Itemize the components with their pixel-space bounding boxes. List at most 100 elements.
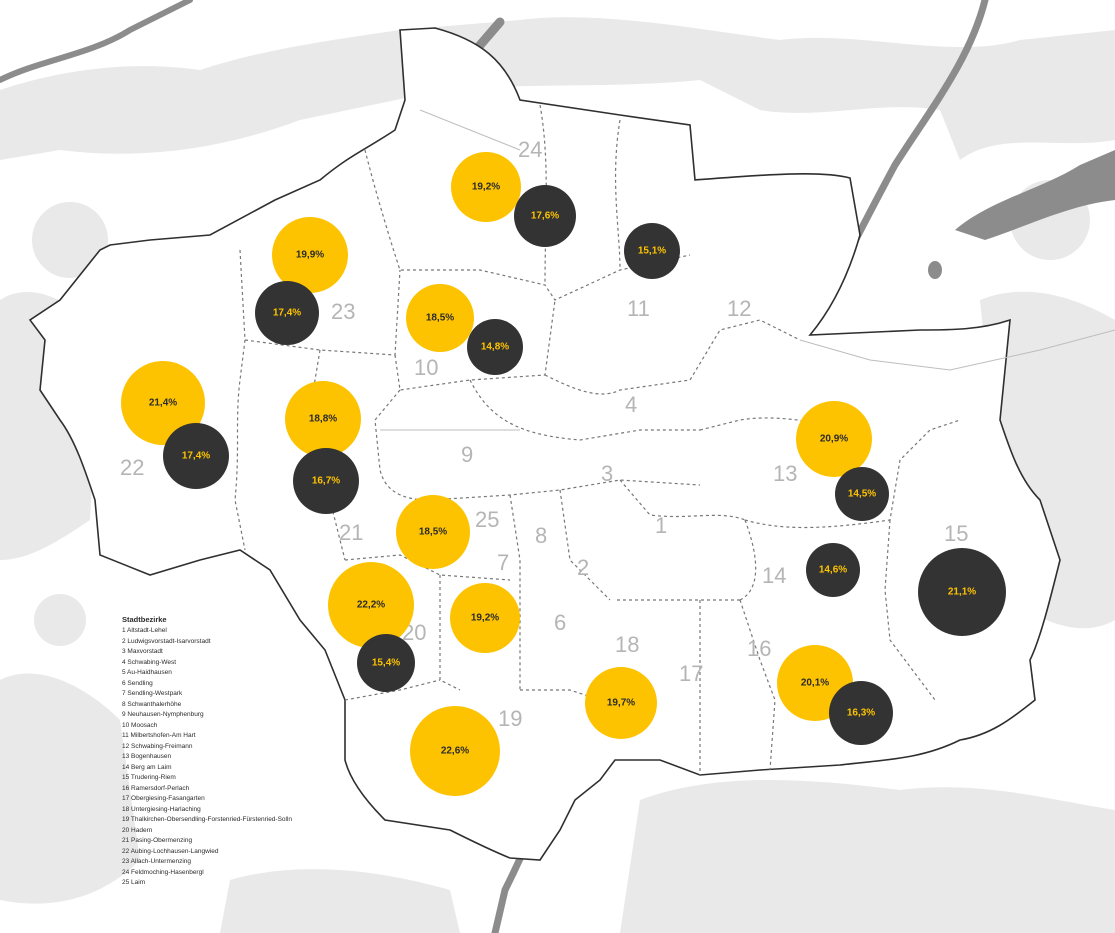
bubble-district-13-yellow: 20,9% [796, 401, 872, 477]
bubble-circle [121, 361, 205, 445]
legend-item: 24 Feldmoching-Hasenbergl [122, 868, 204, 876]
bubble-district-23-dark: 17,4% [255, 281, 319, 345]
bubble-circle [272, 217, 348, 293]
legend-item: 19 Thalkirchen-Obersendling-Forstenried-… [122, 816, 293, 823]
bubble-district-11-dark: 15,1% [624, 223, 680, 279]
district-number-13: 13 [773, 461, 797, 486]
district-number-8: 8 [535, 523, 547, 548]
bubble-district-18-yellow: 19,7% [585, 667, 657, 739]
legend-item: 5 Au-Haidhausen [122, 669, 172, 676]
district-number-7: 7 [497, 550, 509, 575]
legend-item: 4 Schwabing-West [122, 658, 177, 666]
bubble-circle [396, 495, 470, 569]
legend-list: 1 Altstadt-Lehel 2 Ludwigsvorstadt-Isarv… [122, 626, 442, 889]
bubble-value: 18,5% [426, 313, 454, 324]
district-number-9: 9 [461, 442, 473, 467]
bubble-circle [255, 281, 319, 345]
bubble-circle [585, 667, 657, 739]
legend-item: 8 Schwanthalerhöhe [122, 700, 182, 708]
bubble-district-16-dark: 16,3% [829, 681, 893, 745]
bubble-circle [328, 562, 414, 648]
district-number-24: 24 [518, 137, 542, 162]
bubble-value: 21,1% [948, 587, 976, 598]
district-number-layer: 1 2 3 4 6 7 8 9 10 11 12 13 14 15 16 17 … [120, 137, 968, 731]
district-number-21: 21 [339, 520, 363, 545]
bubble-district-13-dark: 14,5% [835, 467, 889, 521]
district-number-2: 2 [577, 555, 589, 580]
bubble-circle [410, 706, 500, 796]
district-number-17: 17 [679, 661, 703, 686]
bubble-circle [918, 548, 1006, 636]
bubble-value: 16,3% [847, 708, 875, 719]
bubble-value: 14,8% [481, 342, 509, 353]
bubble-district-10-yellow: 18,5% [406, 284, 474, 352]
legend-item: 25 Laim [122, 879, 146, 886]
legend-item: 22 Aubing-Lochhausen-Langwied [122, 847, 219, 855]
bubble-circle [406, 284, 474, 352]
district-number-10: 10 [414, 355, 438, 380]
legend-item: 13 Bogenhausen [122, 753, 172, 760]
bubble-district-14-dark: 14,6% [806, 543, 860, 597]
bubble-value: 14,5% [848, 489, 876, 500]
bubble-value: 19,2% [472, 182, 500, 193]
bubble-district-20-dark: 15,4% [357, 634, 415, 692]
district-number-19: 19 [498, 706, 522, 731]
bubble-district-21-dark: 16,7% [293, 448, 359, 514]
bubble-district-21-yellow: 18,8% [285, 381, 361, 457]
bubble-value: 17,6% [531, 211, 559, 222]
bubble-circle [806, 543, 860, 597]
bubble-value: 15,1% [638, 246, 666, 257]
district-number-12: 12 [727, 296, 751, 321]
bubble-value: 19,7% [607, 698, 635, 709]
bubble-value: 22,2% [357, 600, 385, 611]
bubble-circle [163, 423, 229, 489]
legend-item: 10 Moosach [122, 721, 158, 729]
legend-item: 3 Maxvorstadt [122, 648, 163, 655]
bubble-district-22-yellow: 21,4% [121, 361, 205, 445]
bubble-value: 16,7% [312, 476, 340, 487]
bubble-district-7-yellow: 19,2% [450, 583, 520, 653]
district-number-14: 14 [762, 563, 786, 588]
legend-item: 20 Hadern [122, 826, 153, 834]
bubble-district-23-yellow: 19,9% [272, 217, 348, 293]
bubble-circle [835, 467, 889, 521]
bubble-value: 18,8% [309, 414, 337, 425]
bubble-circle [829, 681, 893, 745]
bubble-value: 17,4% [273, 308, 301, 319]
legend-item: 2 Ludwigsvorstadt-Isarvorstadt [122, 637, 211, 645]
bubble-value: 18,5% [419, 527, 447, 538]
bubble-value: 19,9% [296, 250, 324, 261]
legend-item: 1 Altstadt-Lehel [122, 627, 167, 634]
bubble-value: 17,4% [182, 451, 210, 462]
legend-item: 21 Pasing-Obermenzing [122, 837, 193, 844]
legend-item: 16 Ramersdorf-Perlach [122, 784, 190, 792]
district-number-6: 6 [554, 610, 566, 635]
legend-item: 14 Berg am Laim [122, 763, 172, 771]
district-legend: Stadtbezirke 1 Altstadt-Lehel 2 Ludwigsv… [122, 615, 442, 889]
bubble-layer: 19,2% 17,6% 15,1% 19,9% 17,4% 18,5% 14,8… [121, 152, 1006, 796]
bubble-circle [467, 319, 523, 375]
district-number-11: 11 [627, 296, 650, 321]
district-number-22: 22 [120, 455, 144, 480]
district-number-1: 1 [655, 513, 667, 538]
district-number-4: 4 [625, 392, 637, 417]
bubble-value: 21,4% [149, 398, 177, 409]
bubble-district-10-dark: 14,8% [467, 319, 523, 375]
rail-lines [380, 109, 1115, 431]
bubble-circle [357, 634, 415, 692]
legend-item: 11 Milbertshofen-Am Hart [122, 732, 196, 739]
bubble-circle [450, 583, 520, 653]
legend-item: 17 Obergiesing-Fasangarten [122, 795, 205, 802]
district-number-15: 15 [944, 521, 968, 546]
legend-item: 7 Sendling-Westpark [122, 690, 183, 697]
bubble-value: 14,6% [819, 565, 847, 576]
district-number-18: 18 [615, 632, 639, 657]
east-pond [928, 261, 942, 279]
bubble-district-19-yellow: 22,6% [410, 706, 500, 796]
bubble-circle [285, 381, 361, 457]
legend-item: 23 Allach-Untermenzing [122, 858, 192, 865]
district-number-3: 3 [601, 461, 613, 486]
legend-item: 15 Trudering-Riem [122, 774, 176, 781]
bubble-circle [796, 401, 872, 477]
